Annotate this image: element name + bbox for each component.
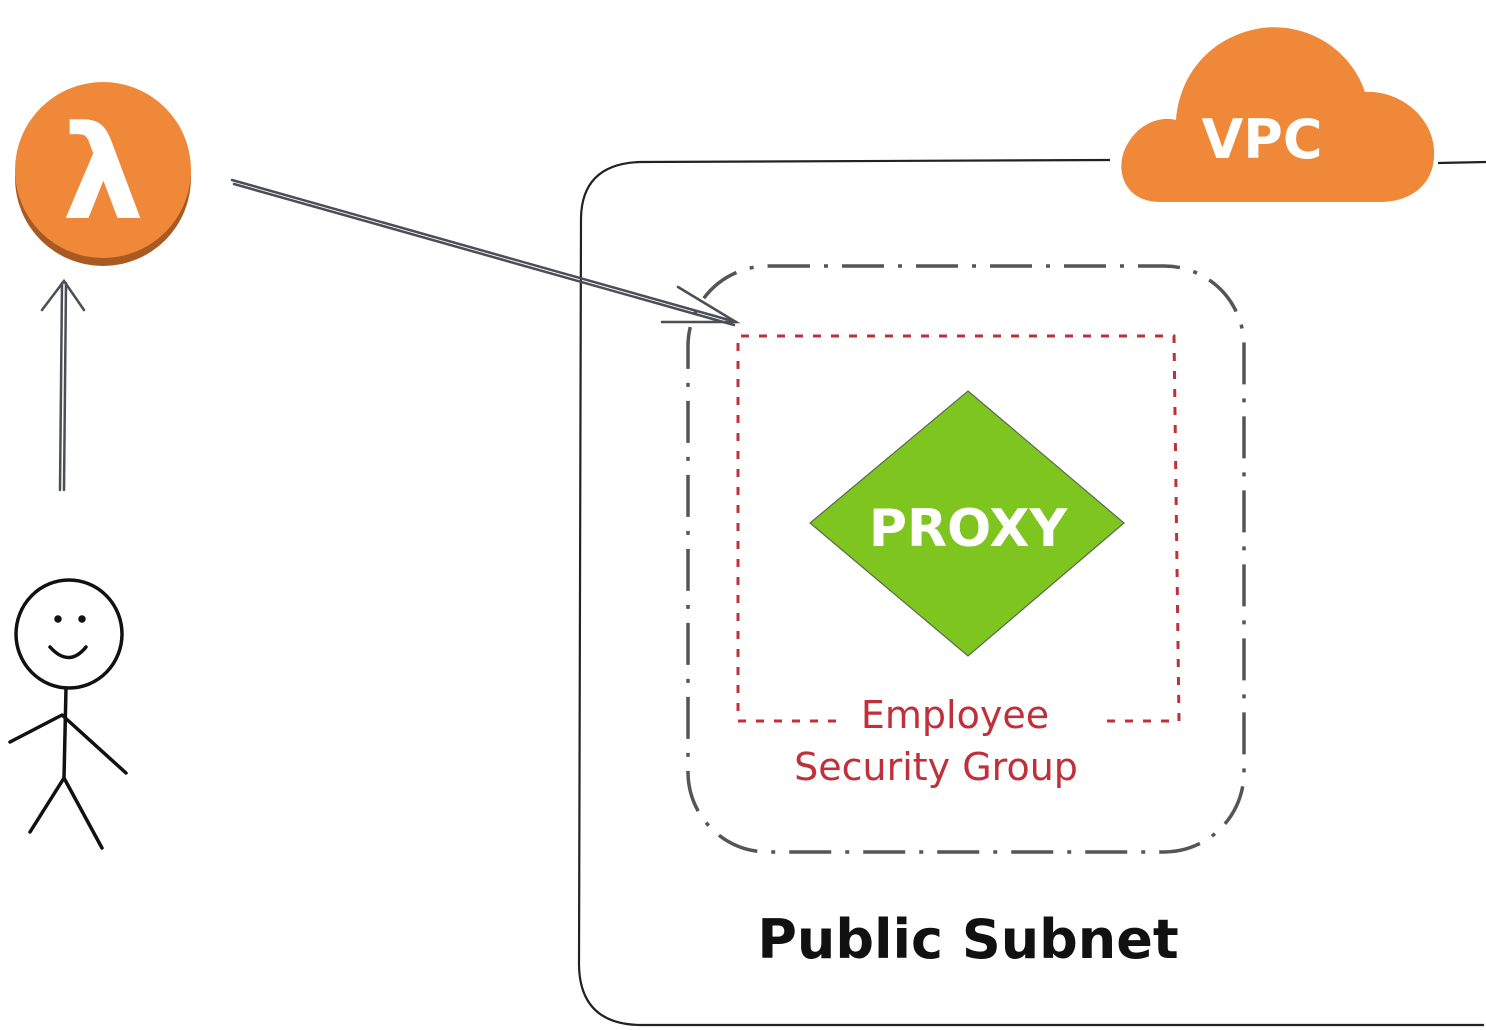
lambda-icon: λ (62, 97, 144, 249)
vpc-label: VPC (1202, 108, 1323, 171)
security-group-label-line1: Employee (861, 693, 1049, 737)
user-to-lambda-arrow (40, 278, 86, 492)
security-group-boundary (736, 334, 1181, 723)
user-stick-figure-icon (8, 578, 128, 850)
vpc-boundary-top-right (1437, 160, 1486, 165)
lambda-node: λ (15, 82, 191, 266)
public-subnet-label: Public Subnet (757, 908, 1178, 971)
public-subnet-boundary (686, 264, 1246, 854)
vpc-cloud-icon: VPC (1121, 27, 1435, 203)
proxy-node: PROXY (809, 390, 1125, 657)
vpc-boundary (577, 158, 1484, 1027)
security-group-label-line2: Security Group (794, 745, 1078, 789)
lambda-to-proxy-arrow (230, 178, 741, 327)
proxy-label: PROXY (869, 499, 1069, 559)
